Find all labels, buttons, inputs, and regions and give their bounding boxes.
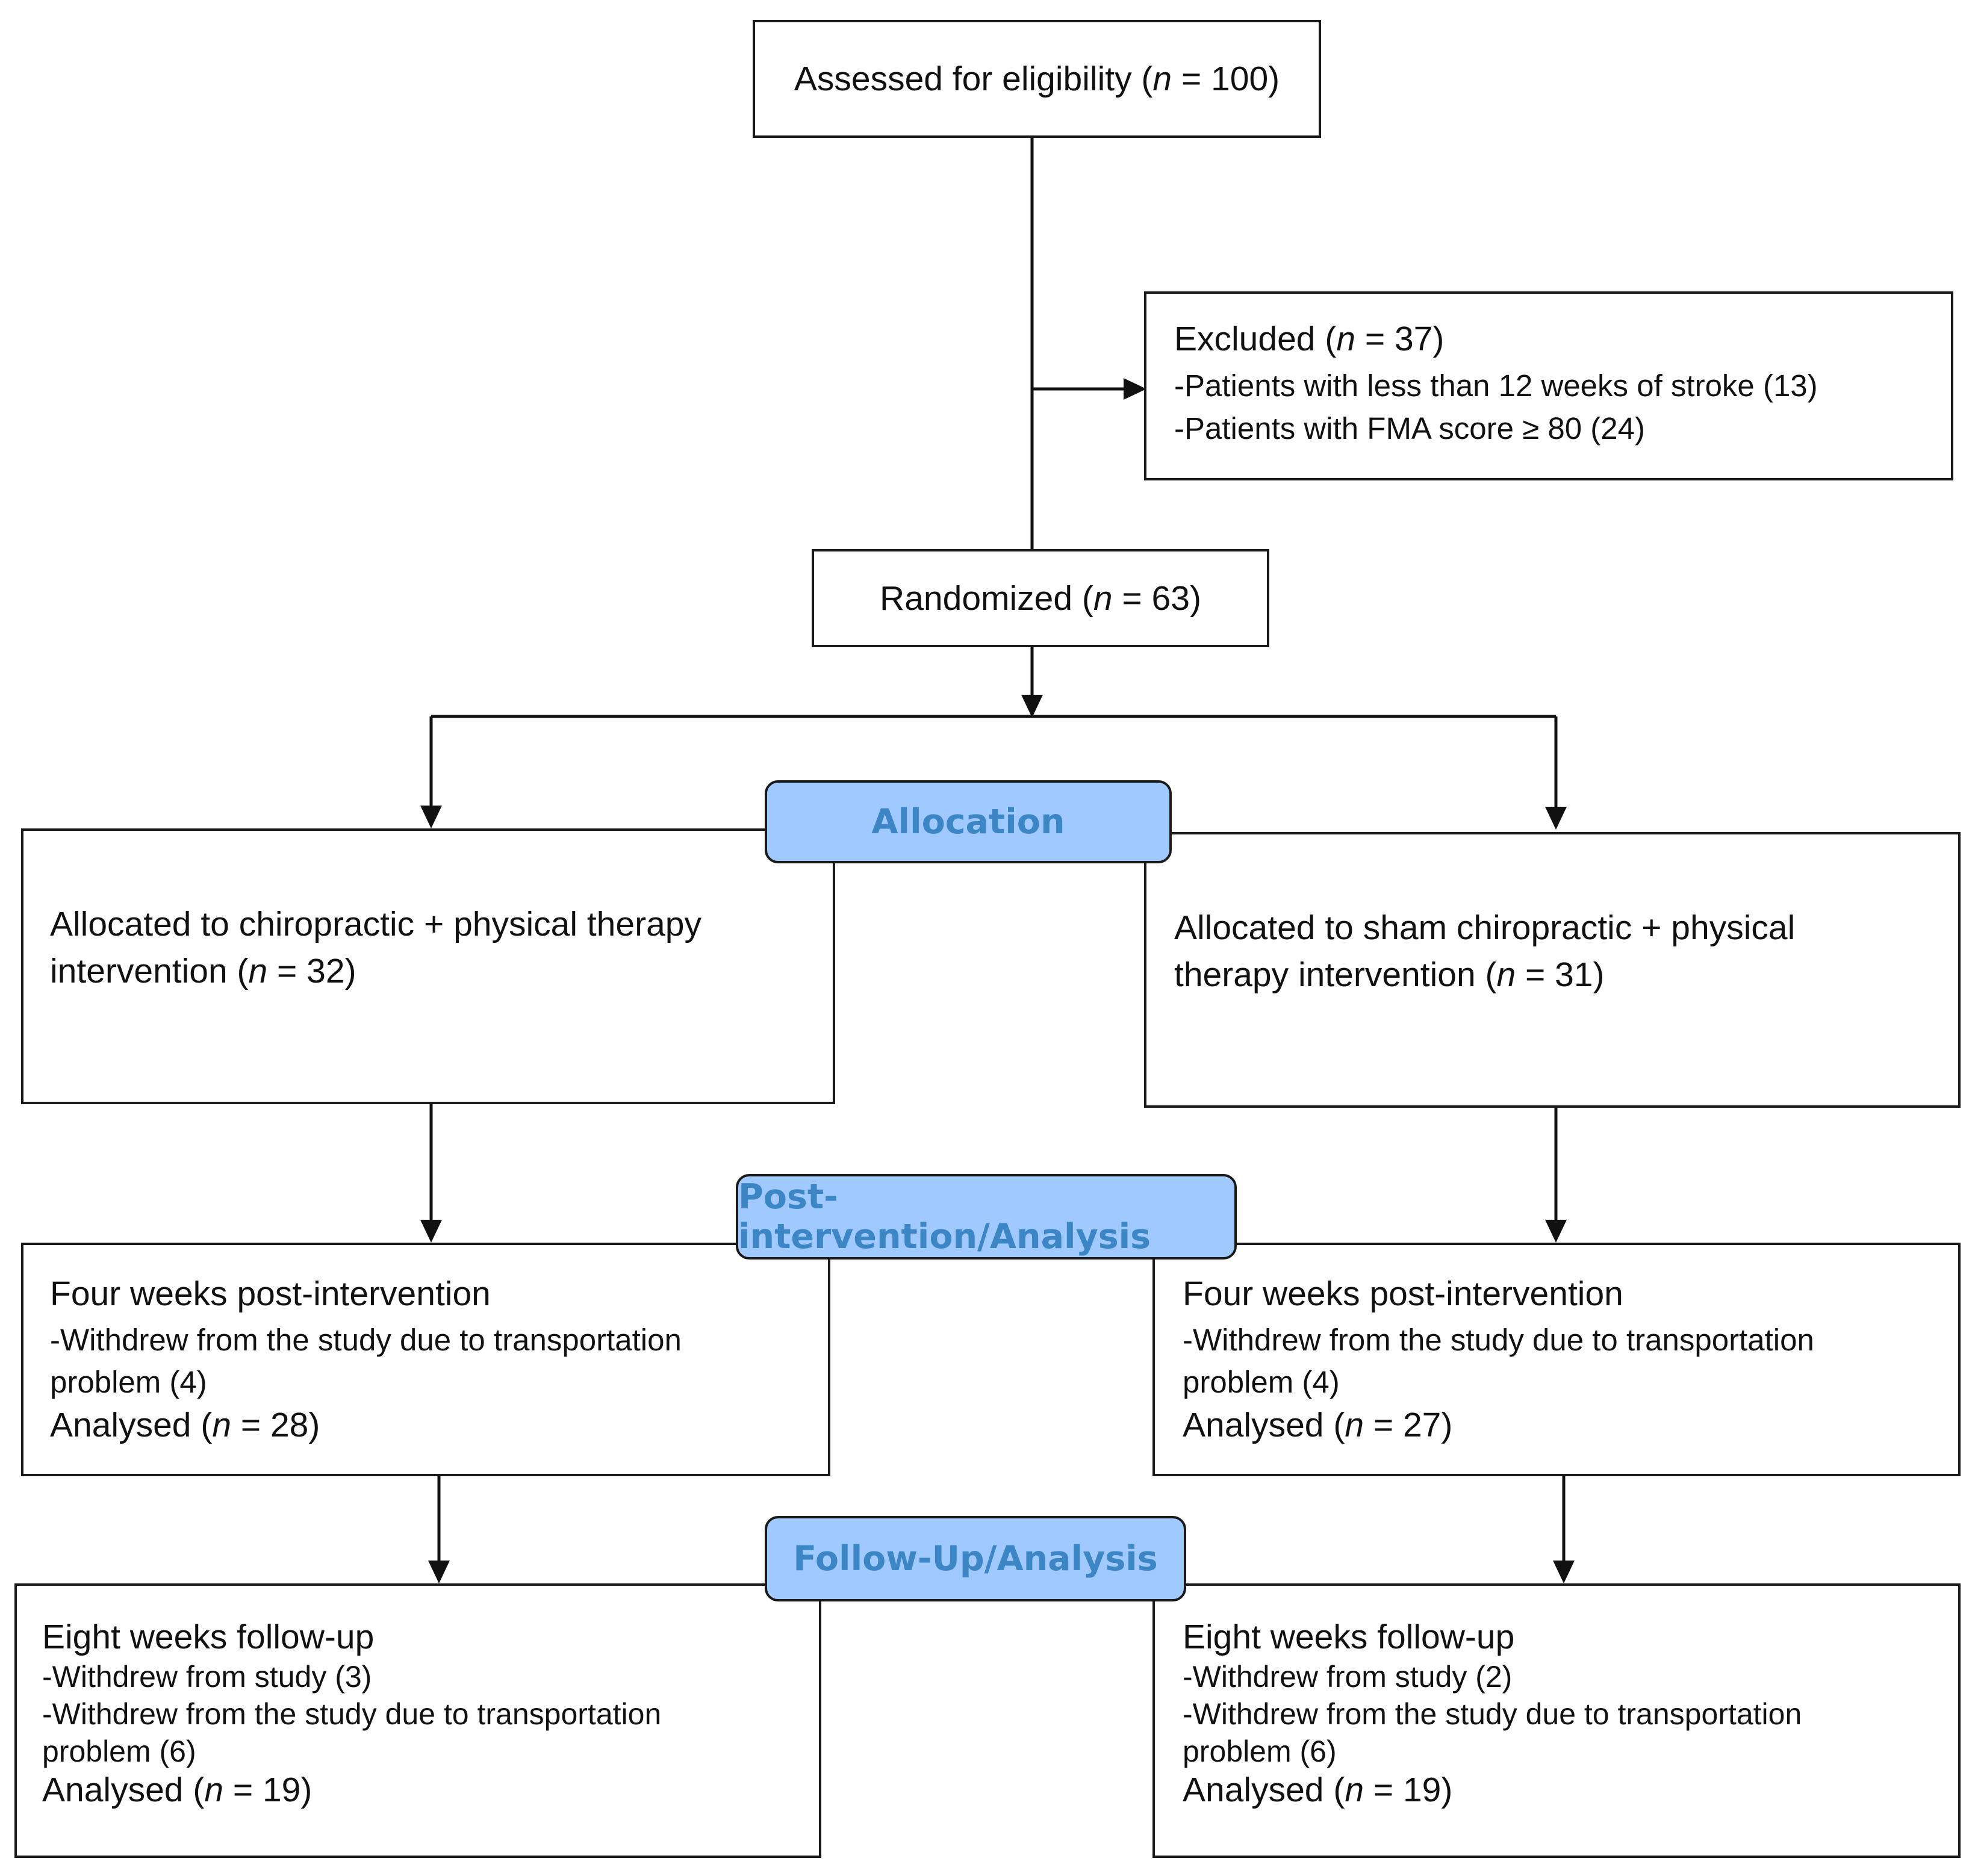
right-follow-detail: problem (6) <box>1183 1735 1337 1768</box>
excluded-reason: -Patients with FMA score ≥ 80 (24) <box>1174 411 1645 446</box>
assessed-text: Assessed for eligibility (n = 100) <box>794 59 1280 99</box>
right-follow-analysed-label: Analysed ( <box>1183 1771 1345 1809</box>
assessed-n-symbol: n <box>1152 60 1172 98</box>
right-post-detail: problem (4) <box>1183 1365 1340 1399</box>
left-post-title: Four weeks post-intervention <box>50 1275 491 1313</box>
post-intervention-stage-label: Post-intervention/Analysis <box>736 1174 1237 1259</box>
left-follow-analysed-label: Analysed ( <box>42 1771 205 1809</box>
right-follow-n-symbol: n <box>1345 1771 1364 1809</box>
exclusion-arrowhead <box>1124 378 1146 400</box>
left-follow-detail: problem (6) <box>42 1735 196 1768</box>
left-post-analysed-label: Analysed ( <box>50 1406 213 1444</box>
left-allocation-line1: Allocated to chiropractic + physical the… <box>50 905 701 943</box>
excluded-n-symbol: n <box>1336 320 1356 358</box>
right-follow-box: Eight weeks follow-up -Withdrew from stu… <box>1152 1583 1961 1858</box>
left-follow-detail: -Withdrew from study (3) <box>42 1660 372 1694</box>
excluded-reason: -Patients with less than 12 weeks of str… <box>1174 368 1818 403</box>
right-follow-detail: -Withdrew from study (2) <box>1183 1660 1513 1694</box>
left-follow-analysed: Analysed (n = 19) <box>42 1770 312 1810</box>
left-post-detail: problem (4) <box>50 1365 207 1399</box>
right-follow-arrowhead <box>1553 1561 1575 1583</box>
left-allocation-count: = 32) <box>267 952 356 990</box>
assessed-box: Assessed for eligibility (n = 100) <box>753 20 1321 138</box>
randomized-arrowhead <box>1021 695 1043 718</box>
randomized-n-symbol: n <box>1093 579 1113 618</box>
left-post-detail: -Withdrew from the study due to transpor… <box>50 1323 682 1357</box>
right-allocation-label: therapy intervention ( <box>1174 955 1497 994</box>
left-allocation-n-symbol: n <box>248 952 268 990</box>
right-post-arrowhead <box>1545 1220 1567 1243</box>
randomized-label: Randomized ( <box>880 579 1093 618</box>
excluded-title: Excluded (n = 37) <box>1174 319 1444 359</box>
excluded-box: Excluded (n = 37) -Patients with less th… <box>1144 291 1953 480</box>
left-post-box: Four weeks post-intervention -Withdrew f… <box>21 1243 830 1476</box>
right-allocation-line2: therapy intervention (n = 31) <box>1174 955 1605 995</box>
left-post-n-symbol: n <box>212 1406 232 1444</box>
right-post-n-symbol: n <box>1345 1406 1364 1444</box>
right-post-analysed-label: Analysed ( <box>1183 1406 1345 1444</box>
left-follow-title: Eight weeks follow-up <box>42 1618 375 1656</box>
left-follow-detail: -Withdrew from the study due to transpor… <box>42 1697 662 1731</box>
follow-up-stage-label: Follow-Up/Analysis <box>765 1516 1186 1601</box>
right-allocation-n-symbol: n <box>1496 955 1516 994</box>
left-follow-n-symbol: n <box>204 1771 224 1809</box>
randomized-text: Randomized (n = 63) <box>880 579 1201 618</box>
right-follow-analysed-count: = 19) <box>1364 1771 1453 1809</box>
randomized-box: Randomized (n = 63) <box>812 549 1269 647</box>
excluded-label: Excluded ( <box>1174 320 1337 358</box>
left-allocation-box: Allocated to chiropractic + physical the… <box>21 828 835 1104</box>
right-allocation-count: = 31) <box>1516 955 1605 994</box>
excluded-count: = 37) <box>1355 320 1445 358</box>
right-allocation-arrowhead <box>1545 807 1567 830</box>
right-post-analysed: Analysed (n = 27) <box>1183 1405 1452 1445</box>
right-follow-title: Eight weeks follow-up <box>1183 1618 1515 1656</box>
right-post-detail: -Withdrew from the study due to transpor… <box>1183 1323 1814 1357</box>
left-post-arrowhead <box>420 1220 442 1243</box>
right-allocation-line1: Allocated to sham chiropractic + physica… <box>1174 908 1796 947</box>
left-post-analysed: Analysed (n = 28) <box>50 1405 320 1445</box>
left-allocation-label: intervention ( <box>50 952 249 990</box>
right-allocation-box: Allocated to sham chiropractic + physica… <box>1144 832 1961 1108</box>
right-post-title: Four weeks post-intervention <box>1183 1275 1623 1313</box>
right-follow-analysed: Analysed (n = 19) <box>1183 1770 1452 1810</box>
assessed-count: = 100) <box>1172 60 1280 98</box>
left-post-analysed-count: = 28) <box>231 1406 320 1444</box>
right-post-analysed-count: = 27) <box>1364 1406 1453 1444</box>
allocation-stage-label: Allocation <box>765 780 1172 863</box>
left-allocation-arrowhead <box>420 806 442 828</box>
left-follow-box: Eight weeks follow-up -Withdrew from stu… <box>14 1583 821 1858</box>
right-post-box: Four weeks post-intervention -Withdrew f… <box>1152 1243 1961 1476</box>
assessed-label: Assessed for eligibility ( <box>794 60 1153 98</box>
left-follow-analysed-count: = 19) <box>223 1771 313 1809</box>
left-follow-arrowhead <box>428 1561 450 1583</box>
right-follow-detail: -Withdrew from the study due to transpor… <box>1183 1697 1802 1731</box>
randomized-count: = 63) <box>1112 579 1201 618</box>
left-allocation-line2: intervention (n = 32) <box>50 951 356 991</box>
